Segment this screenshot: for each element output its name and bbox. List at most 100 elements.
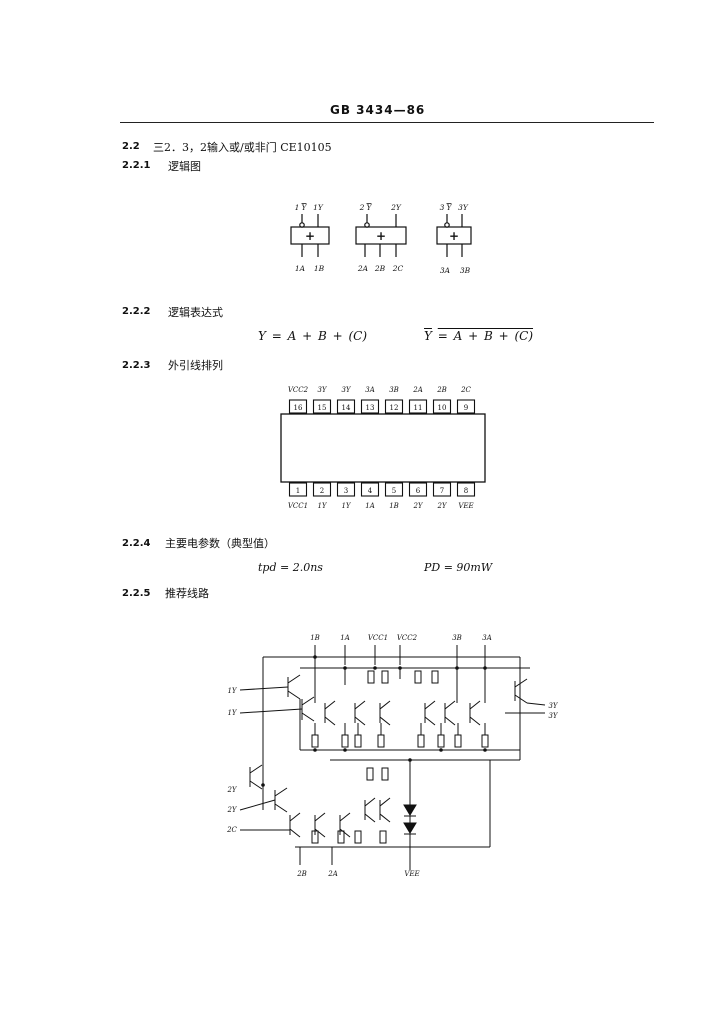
top-pin-box (384, 399, 404, 414)
gate-2-out-inv-num: 2 (359, 203, 365, 212)
circuit-label-1y-bar: 1Y (227, 709, 237, 717)
section-2-2-3-title: 外引线排列 (168, 359, 223, 372)
bottom-pin-label: 1B (389, 502, 399, 510)
gate-1-inverter-bubble (299, 222, 305, 228)
gate-2-box (355, 226, 407, 245)
bottom-pin-number: 3 (344, 487, 348, 495)
circuit-label-2a: 2A (327, 870, 338, 878)
bottom-pin-label: VEE (458, 502, 473, 510)
gate-3-in-b: 3B (460, 266, 471, 275)
section-2-2-2-title: 逻辑表达式 (168, 306, 223, 319)
circuit-schematic: 1B 1A VCC1 VCC2 3B 3A 1Y 1Y 2Y 2Y 2C 3Y … (226, 634, 559, 878)
bottom-pin-number: 1 (296, 487, 300, 495)
top-pin-number: 16 (294, 404, 303, 412)
section-2-2-title: 三2．3，2输入或/或非门 CE10105 (153, 141, 332, 154)
expression-or: Y = A + B + (C) (258, 329, 368, 343)
gate-3-box (436, 226, 472, 245)
page-header: GB 3434—86 (330, 103, 426, 117)
circuit-label-vcc1: VCC1 (368, 634, 388, 642)
top-pin-label: 2B (436, 386, 447, 394)
section-2-2-1-number: 2.2.1 (122, 160, 151, 171)
circuit-label-2y-bar: 2Y (226, 806, 237, 814)
param-pd: PD = 90mW (424, 561, 493, 574)
header-rule (120, 122, 654, 123)
circuit-label-3y-bar: 3Y (548, 712, 558, 720)
circuit-label-1b: 1B (310, 634, 320, 642)
circuit-label-2b: 2B (296, 870, 307, 878)
param-tpd: tpd = 2.0ns (258, 561, 323, 574)
top-pin-number: 9 (464, 404, 468, 412)
expression-nor: Y = A + B + (C) (424, 329, 533, 343)
section-2-2-number: 2.2 (122, 141, 140, 152)
circuit-label-1y: 1Y (227, 687, 237, 695)
top-pin-label: 3A (365, 386, 375, 394)
top-pin-label: 3Y (341, 386, 351, 394)
gate-1-out: 1Y (313, 203, 324, 212)
gate-2-out: 2Y (390, 203, 402, 212)
gate-3-inverter-bubble (444, 222, 450, 228)
top-pin-number: 11 (414, 404, 423, 412)
gate-2-in-b: 2B (374, 264, 386, 273)
bottom-pin-box (456, 482, 476, 497)
gate-1-out-inv-y: Y (302, 203, 308, 212)
gate-1-box (290, 226, 330, 245)
gate-1-in-b: 1B (314, 264, 325, 273)
bottom-pin-number: 8 (464, 487, 468, 495)
section-2-2-1-title: 逻辑图 (168, 160, 201, 173)
bottom-pin-box (336, 482, 356, 497)
circuit-label-1a: 1A (340, 634, 350, 642)
bottom-pin-number: 6 (416, 487, 421, 495)
gate-3-out-inv-num: 3 (440, 203, 445, 212)
top-pin-label: 2A (412, 386, 423, 394)
top-pin-box (432, 399, 452, 414)
top-pin-number: 10 (438, 404, 447, 412)
top-pin-number: 13 (366, 404, 375, 412)
gate-3-symbol: + (449, 229, 459, 243)
circuit-label-vcc2: VCC2 (397, 634, 418, 642)
gate-2-symbol: + (376, 229, 386, 243)
top-pin-box (288, 399, 308, 414)
bottom-pin-label: 1A (365, 502, 375, 510)
circuit-label-2y: 2Y (226, 786, 237, 794)
gate-2-in-a: 2A (357, 264, 369, 273)
gate-3-in-a: 3A (440, 266, 451, 275)
bottom-pin-box (312, 482, 332, 497)
circuit-label-3b: 3B (452, 634, 462, 642)
gate-2-inverter-bubble (364, 222, 370, 228)
section-2-2-3-number: 2.2.3 (122, 360, 151, 371)
top-pin-number: 12 (390, 404, 399, 412)
expression-nor-rhs: = A + B + (C) (437, 329, 534, 343)
top-pin-box (456, 399, 476, 414)
top-pin-box (408, 399, 428, 414)
bottom-pin-box (432, 482, 452, 497)
top-pin-box (336, 399, 356, 414)
bottom-pin-label: 2Y (436, 502, 447, 510)
section-2-2-2-number: 2.2.2 (122, 306, 151, 317)
bottom-pin-label: 1Y (317, 502, 327, 510)
circuit-label-3a: 3A (482, 634, 492, 642)
logic-diagram: + + + 1 Y 1Y 1A 1B 2 Y 2Y 2A 2B 2C 3 Y 3… (290, 203, 472, 275)
gate-1-symbol: + (305, 229, 315, 243)
top-pin-label: 3B (389, 386, 399, 394)
section-2-2-4-title: 主要电参数（典型值） (165, 537, 275, 550)
bottom-pin-number: 4 (368, 487, 373, 495)
bottom-pin-label: VCC1 (288, 502, 308, 510)
bottom-pin-box (408, 482, 428, 497)
top-pin-box (312, 399, 332, 414)
bottom-pin-label: 2Y (412, 502, 423, 510)
top-pin-number: 15 (318, 404, 327, 412)
pinout-diagram: 16VCC21VCC1153Y21Y143Y31Y133A41A123B51B1… (280, 386, 486, 510)
bottom-pin-number: 5 (392, 487, 396, 495)
top-pin-label: VCC2 (288, 386, 309, 394)
section-2-2-5-number: 2.2.5 (122, 588, 151, 599)
expression-nor-lhs: Y (424, 329, 432, 343)
gate-1-in-a: 1A (295, 264, 306, 273)
bottom-pin-box (384, 482, 404, 497)
top-pin-label: 2C (460, 386, 471, 394)
circuit-label-vee: VEE (404, 870, 419, 878)
circuit-label-3y: 3Y (548, 702, 558, 710)
gate-3-out-inv-y: Y (447, 203, 453, 212)
bottom-pin-number: 2 (320, 487, 324, 495)
circuit-label-2c: 2C (226, 826, 237, 834)
ic-body (280, 413, 486, 483)
